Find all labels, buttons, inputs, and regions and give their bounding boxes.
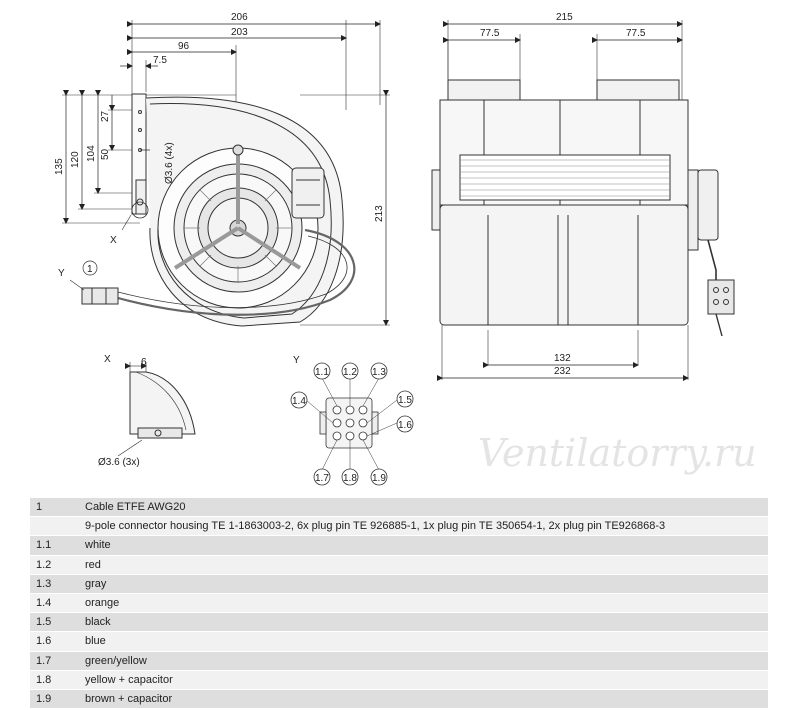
dim-6: 6 xyxy=(141,357,147,368)
legend-num: 1.7 xyxy=(30,651,79,671)
detail-x xyxy=(117,362,196,457)
pin-1-4: 1.4 xyxy=(292,396,306,407)
dim-132: 132 xyxy=(554,353,571,364)
legend-num: 1.1 xyxy=(30,535,79,556)
legend-desc: brown + capacitor xyxy=(79,689,768,710)
detail-y xyxy=(290,362,414,486)
legend-num: 1.5 xyxy=(30,612,79,633)
legend-desc: green/yellow xyxy=(79,651,768,671)
hole-dim-3x: Ø3.6 (3x) xyxy=(98,457,140,468)
legend-desc: orange xyxy=(79,593,768,614)
technical-drawing: Ventilatorry.ru xyxy=(54,12,757,486)
legend-desc: Cable ETFE AWG20 xyxy=(79,498,768,518)
legend-row: 9-pole connector housing TE 1-1863003-2,… xyxy=(30,516,768,537)
dim-50: 50 xyxy=(100,148,111,160)
legend-desc: 9-pole connector housing TE 1-1863003-2,… xyxy=(79,516,768,537)
legend-num: 1.6 xyxy=(30,631,79,652)
pin-1-8: 1.8 xyxy=(343,473,357,484)
dim-203: 203 xyxy=(231,27,248,38)
detail-y-title: Y xyxy=(293,355,300,366)
legend-desc: gray xyxy=(79,574,768,594)
detail-x-title: X xyxy=(104,354,111,365)
front-view xyxy=(431,20,735,380)
legend-desc: white xyxy=(79,535,768,556)
pin-1-2: 1.2 xyxy=(343,367,357,378)
side-view xyxy=(62,20,390,327)
callout-1: 1 xyxy=(87,264,93,275)
pin-1-9: 1.9 xyxy=(372,473,386,484)
dim-232: 232 xyxy=(554,366,571,377)
callout-y: Y xyxy=(58,268,65,279)
dim-96: 96 xyxy=(178,41,190,52)
dim-135: 135 xyxy=(54,158,65,175)
dim-77-5-right: 77.5 xyxy=(626,28,646,39)
dim-27: 27 xyxy=(100,110,111,122)
callout-x: X xyxy=(110,235,117,246)
legend-num xyxy=(30,516,79,537)
legend-num: 1.2 xyxy=(30,555,79,575)
dim-7-5: 7.5 xyxy=(153,55,167,66)
legend-num: 1.9 xyxy=(30,689,79,710)
legend-num: 1.4 xyxy=(30,593,79,614)
legend-desc: red xyxy=(79,555,768,575)
dim-120: 120 xyxy=(70,151,81,168)
pin-1-5: 1.5 xyxy=(398,395,412,406)
dim-77-5-left: 77.5 xyxy=(480,28,500,39)
legend-desc: black xyxy=(79,612,768,633)
pin-1-6: 1.6 xyxy=(398,420,412,431)
dim-213: 213 xyxy=(374,205,385,222)
watermark: Ventilatorry.ru xyxy=(478,431,757,475)
legend-num: 1 xyxy=(30,498,79,518)
dim-206: 206 xyxy=(231,12,248,23)
pin-1-7: 1.7 xyxy=(315,473,329,484)
legend-num: 1.3 xyxy=(30,574,79,594)
pin-1-3: 1.3 xyxy=(372,367,386,378)
dim-215: 215 xyxy=(556,12,573,23)
pin-1-1: 1.1 xyxy=(315,367,329,378)
dim-104: 104 xyxy=(86,145,97,162)
legend-num: 1.8 xyxy=(30,670,79,690)
legend-desc: yellow + capacitor xyxy=(79,670,768,690)
legend-desc: blue xyxy=(79,631,768,652)
hole-dim-4x: Ø3.6 (4x) xyxy=(164,142,175,184)
